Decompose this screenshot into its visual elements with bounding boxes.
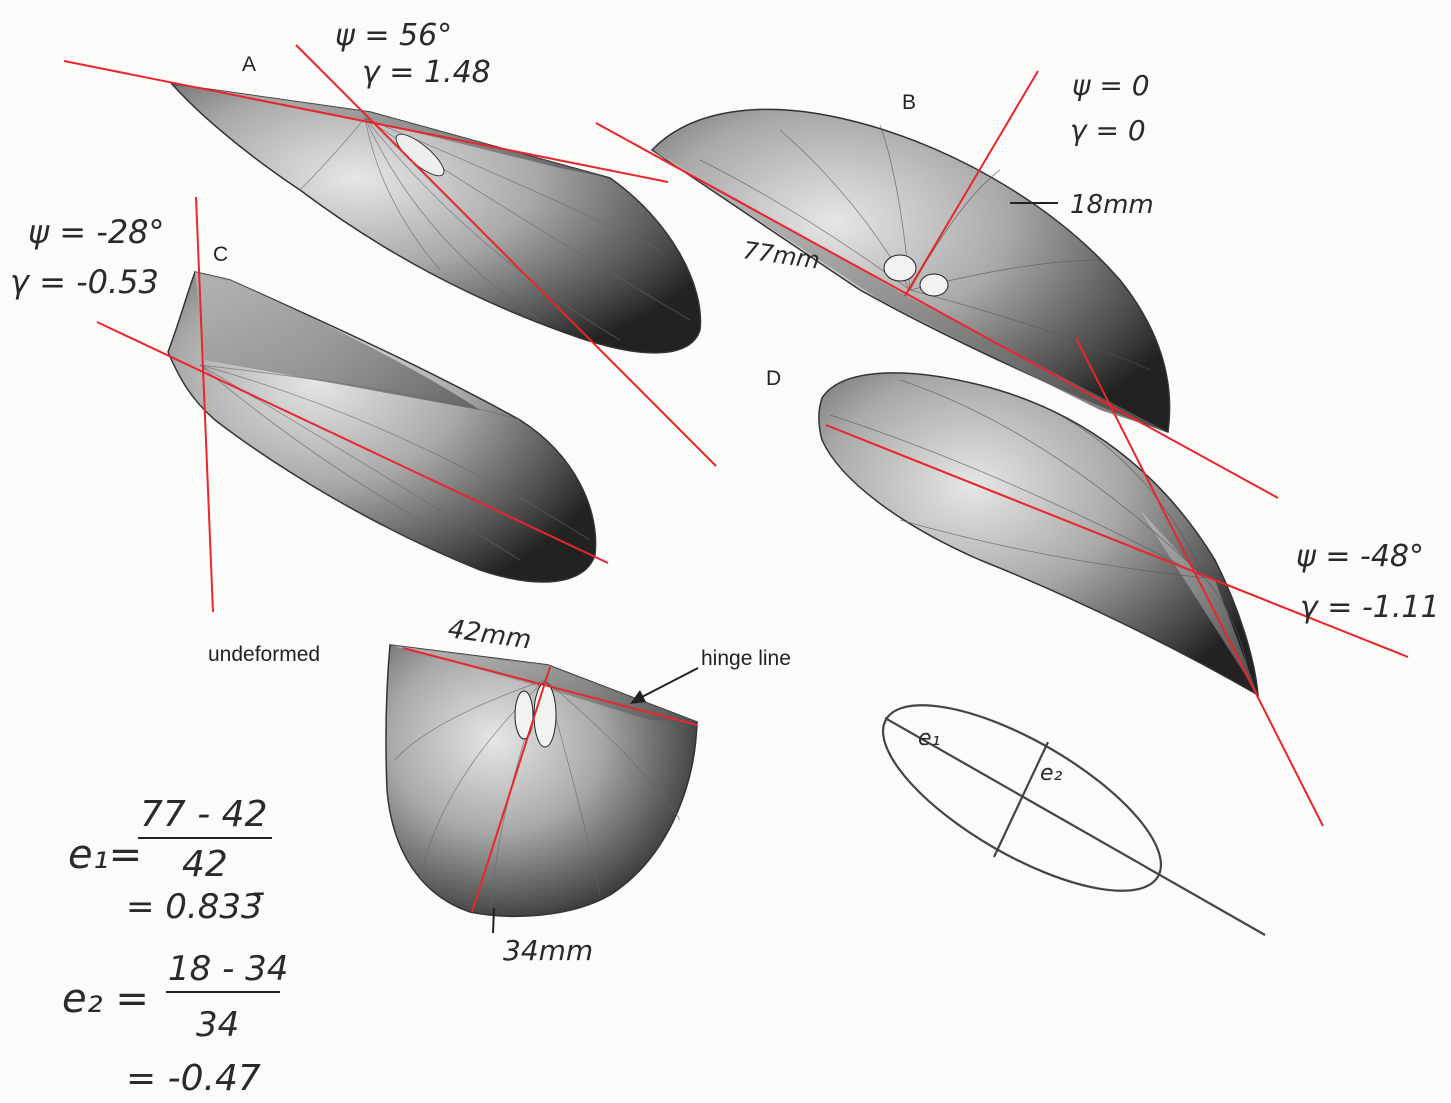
ellipse-major-axis [885, 718, 1265, 935]
shell-a-label: A [242, 53, 256, 76]
shell-d: D ψ = -48° γ = -1.11 [766, 338, 1440, 826]
undeformed-length: 42mm [446, 614, 533, 655]
hinge-line-label: hinge line [701, 647, 791, 670]
shell-a-psi: ψ = 56° [335, 18, 452, 53]
shell-d-body [819, 373, 1258, 695]
e2-lhs: e₂ = [62, 976, 149, 1022]
shell-d-gamma: γ = -1.11 [1300, 590, 1440, 625]
shell-b-gamma: γ = 0 [1070, 114, 1146, 147]
undeformed-label: undeformed [208, 643, 320, 666]
shell-d-label: D [766, 367, 781, 390]
shell-b-muscle-scar-1 [884, 255, 916, 281]
shell-b-width: 18mm [1070, 190, 1154, 220]
shell-b-label: B [902, 91, 916, 114]
e2-result: = -0.47 [126, 1058, 261, 1099]
undeformed-muscle-scar [534, 683, 556, 747]
shell-undeformed: undeformed hinge line 42mm 34mm [208, 614, 791, 967]
e1-denominator: 42 [182, 844, 228, 885]
undeformed-width: 34mm [503, 934, 593, 967]
shell-b-psi: ψ = 0 [1072, 69, 1150, 102]
hinge-line-pointer [636, 668, 698, 700]
shell-b-muscle-scar-2 [920, 274, 948, 296]
e2-denominator: 34 [196, 1005, 239, 1045]
undeformed-width-tick [493, 908, 494, 933]
shell-c-psi: ψ = -28° [28, 213, 165, 251]
ellipse-e1-label: e₁ [918, 726, 940, 751]
ellipse-minor-axis [994, 742, 1048, 857]
shell-c-gamma: γ = -0.53 [10, 263, 159, 301]
strain-ellipse-sketch: e₁ e₂ [858, 670, 1265, 935]
ellipse-e2-label: e₂ [1040, 761, 1063, 786]
e2-numerator: 18 - 34 [168, 949, 288, 989]
shell-a-gamma: γ = 1.48 [362, 55, 491, 90]
e1-numerator: 77 - 42 [140, 794, 268, 835]
shell-c-label: C [213, 243, 228, 266]
e1-result: = 0.833̄ [126, 887, 265, 927]
shell-d-psi: ψ = -48° [1296, 539, 1424, 574]
e1-lhs: e₁= [68, 832, 142, 878]
equation-e2: e₂ = 18 - 34 34 = -0.47 [62, 949, 288, 1099]
equation-e1: e₁= 77 - 42 42 = 0.833̄ [68, 794, 272, 927]
